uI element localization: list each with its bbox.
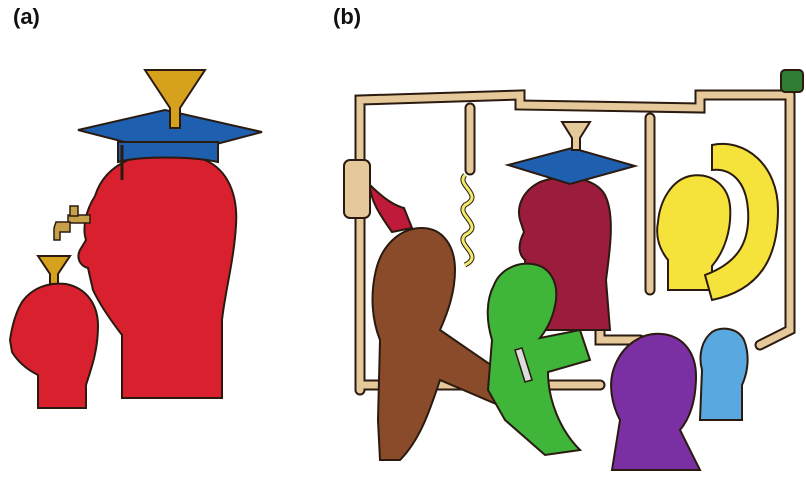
panel-a-illustration — [10, 70, 262, 408]
graduation-cap-icon-b — [508, 148, 635, 184]
red-hand — [370, 185, 412, 232]
purple-figure — [611, 334, 700, 470]
pipe-tank — [344, 160, 370, 218]
valve-icon — [781, 70, 803, 92]
small-funnel-icon-b — [562, 122, 590, 150]
large-head — [78, 153, 236, 399]
small-funnel-icon — [38, 256, 70, 284]
panel-b-illustration — [344, 70, 803, 470]
light-blue-figure — [700, 329, 748, 420]
small-head — [10, 284, 98, 408]
